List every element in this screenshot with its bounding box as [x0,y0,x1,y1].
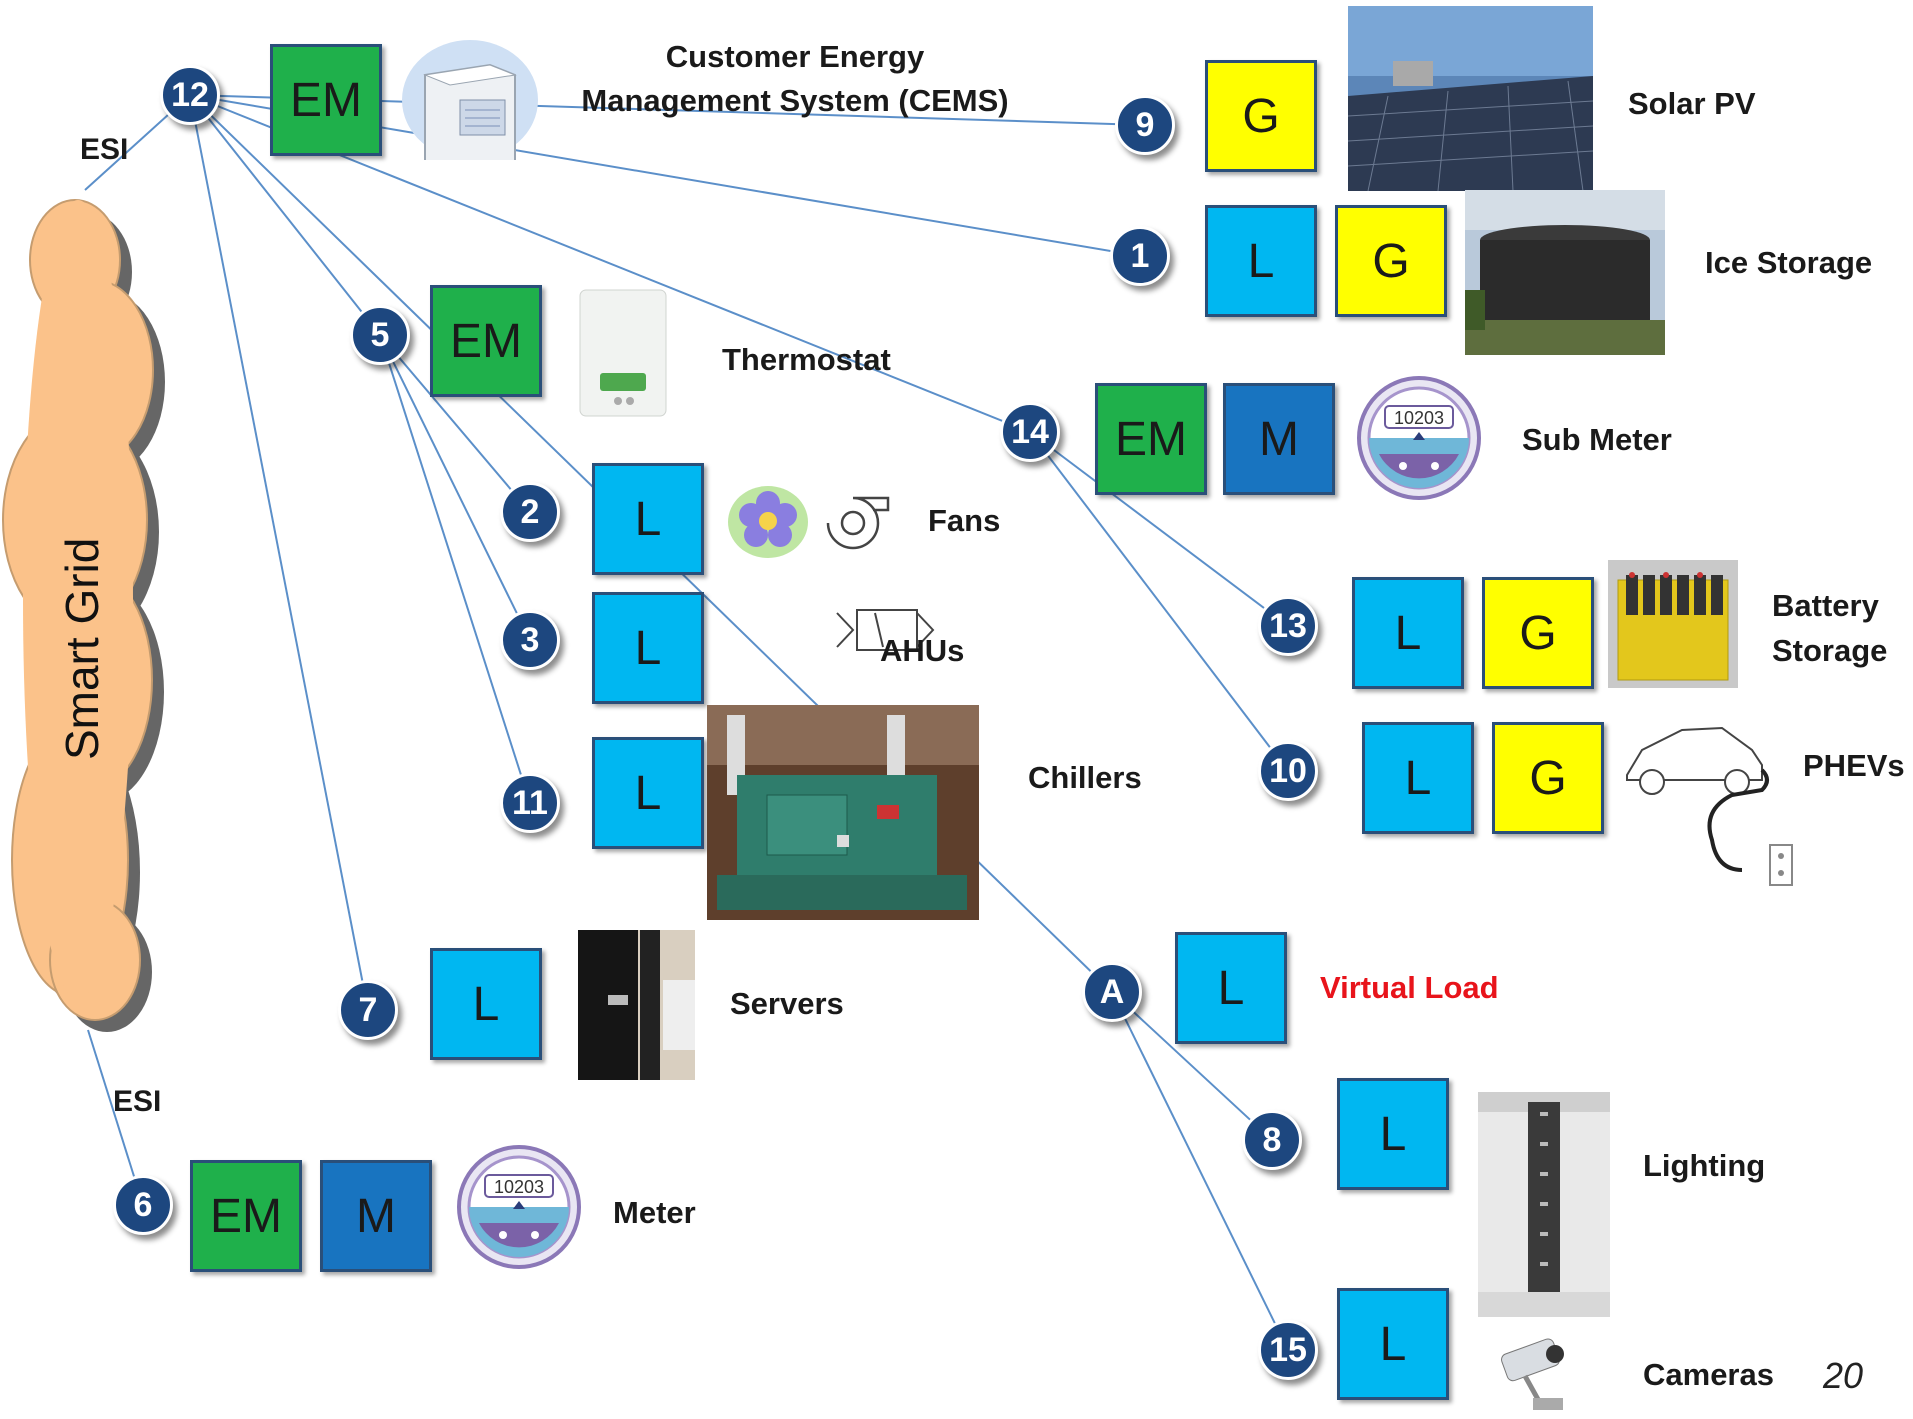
line-12-7 [189,94,369,1011]
node-13: 13 [1258,596,1318,656]
line-5-3 [379,334,531,641]
solar-pv-label: Solar PV [1628,86,1756,121]
node-11: 11 [500,773,560,833]
phev-car-icon [1622,720,1802,890]
ahus-l-box: L [592,592,704,704]
ahus-label: AHUs [880,633,965,668]
node-A: A [1082,962,1142,1022]
node-15: 15 [1258,1320,1318,1380]
camera-icon [1495,1338,1580,1416]
ice-storage-image [1465,190,1665,355]
node-7: 7 [338,980,398,1040]
node-3: 3 [500,610,560,670]
battery-label-line2: Storage [1772,633,1888,668]
cems-title: Customer Energy Management System (CEMS) [570,35,1020,123]
line-5-2 [379,334,531,513]
meter-icon: 10203 [455,1145,585,1270]
node-14: 14 [1000,402,1060,462]
thermostat-label: Thermostat [722,342,891,377]
meter-em-box: EM [190,1160,302,1272]
submeter-m-box: M [1223,383,1335,495]
servers-l-box: L [430,948,542,1060]
chillers-l-box: L [592,737,704,849]
esi-top-label: ESI [80,133,129,166]
fans-label: Fans [928,503,1001,538]
node-10: 10 [1258,741,1318,801]
esi-bottom-label: ESI [113,1085,162,1118]
fan-blower-icon [818,488,893,553]
solar-pv-image [1348,6,1593,191]
smart-grid-cloud [2,199,165,1032]
sub-meter-label: Sub Meter [1522,422,1672,457]
phevs-label: PHEVs [1803,748,1905,783]
submeter-em-box: EM [1095,383,1207,495]
ice-l-box: L [1205,205,1317,317]
virtual-load-label: Virtual Load [1320,970,1499,1005]
lighting-image [1478,1092,1610,1317]
meter-label: Meter [613,1195,696,1230]
line-14-10 [1029,431,1289,772]
line-12-5 [189,94,381,336]
battery-image [1608,560,1738,688]
cameras-label: Cameras [1643,1357,1774,1392]
line-A-15 [1111,991,1289,1351]
line-5-11 [379,334,531,804]
cameras-l-box: L [1337,1288,1449,1400]
line-14-13 [1029,431,1289,627]
virtual-l-box: L [1175,932,1287,1044]
solar-g-box: G [1205,60,1317,172]
servers-label: Servers [730,986,844,1021]
ice-g-box: G [1335,205,1447,317]
chillers-image [707,705,979,920]
battery-g-box: G [1482,577,1594,689]
thermostat-em-box: EM [430,285,542,397]
servers-image [578,930,695,1080]
submeter-display: 10203 [1394,408,1444,428]
battery-storage-label: Battery Storage [1772,583,1887,673]
thermostat-image [578,288,670,420]
cems-cabinet-image [400,30,540,160]
node-1: 1 [1110,226,1170,286]
smart-grid-label: Smart Grid [56,537,108,760]
battery-l-box: L [1352,577,1464,689]
line-A-8 [1111,991,1273,1141]
cems-title-line1: Customer Energy [665,39,925,74]
lighting-l-box: L [1337,1078,1449,1190]
battery-label-line1: Battery [1772,588,1879,623]
cems-title-line2: Management System (CEMS) [581,83,1009,118]
phev-g-box: G [1492,722,1604,834]
fan-flower-icon [725,483,811,561]
fans-l-box: L [592,463,704,575]
ice-storage-label: Ice Storage [1705,245,1873,280]
node-9: 9 [1115,95,1175,155]
chillers-label: Chillers [1028,760,1142,795]
node-8: 8 [1242,1110,1302,1170]
meter-m-box: M [320,1160,432,1272]
node-12: 12 [160,65,220,125]
node-2: 2 [500,482,560,542]
phev-l-box: L [1362,722,1474,834]
meter-display: 10203 [494,1177,544,1197]
node-6: 6 [113,1175,173,1235]
page-number: 20 [1823,1355,1864,1396]
submeter-icon: 10203 [1355,376,1485,501]
node-5: 5 [350,305,410,365]
cems-em-box: EM [270,44,382,156]
lighting-label: Lighting [1643,1148,1766,1183]
ahu-icon [835,605,945,660]
